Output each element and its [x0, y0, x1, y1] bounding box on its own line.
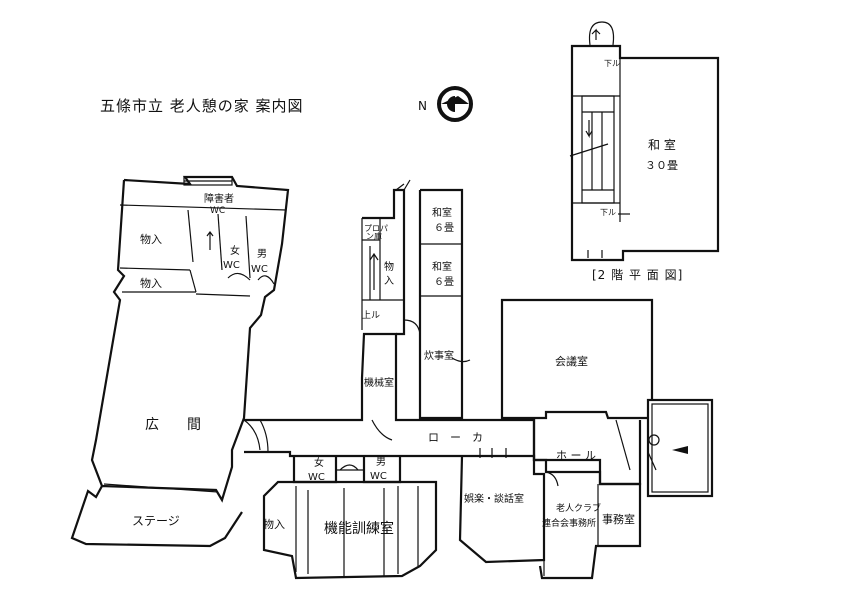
page-title: 五條市立 老人憩の家 案内図 — [100, 97, 304, 115]
room-men-wc-2: 男 — [376, 456, 386, 468]
room-accessible-wc: 障害者 — [204, 192, 234, 205]
room-men-wc-1: 男 — [257, 248, 267, 260]
room-club-office-1: 老人クラブ — [556, 502, 601, 514]
room-men-wc-1-sub: WC — [251, 264, 268, 275]
room-women-wc-2: 女 — [314, 456, 324, 469]
room-club-office-2: 連合会事務所 — [542, 517, 596, 529]
room-storage-1: 物入 — [140, 232, 162, 246]
room-washitsu-a-size: ６畳 — [434, 222, 454, 234]
room-washitsu-b-size: ６畳 — [434, 276, 454, 288]
room-propane-2: ン庫 — [366, 231, 382, 241]
room-kitchen: 炊事室 — [424, 349, 454, 362]
room-corridor: ロ ー カ — [428, 431, 483, 444]
room-storage-2: 物入 — [140, 276, 162, 290]
room-meeting-room: 会議室 — [555, 354, 588, 368]
room-lobby: ホ ー ル — [556, 449, 596, 462]
room-training-room: 機能訓練室 — [324, 520, 394, 537]
room-propane-1: プロパ — [364, 224, 388, 233]
room-stage: ステージ — [132, 514, 180, 528]
room-up-label: 上ル — [362, 310, 380, 321]
room-women-wc-1-sub: WC — [223, 260, 240, 271]
compass-north-label: N — [418, 99, 427, 113]
north-compass-icon: N — [418, 86, 473, 122]
room-men-wc-2-sub: WC — [370, 471, 387, 482]
room-women-wc-1: 女 — [230, 244, 240, 257]
room-storage-3: 物 — [384, 260, 394, 273]
room-machine-room: 機械室 — [364, 376, 394, 389]
second-floor-plan: 下ル 下ル 和 室 ３０畳 [2 階 平 面 図] — [569, 21, 720, 282]
second-floor-down-label-2: 下ル — [600, 208, 616, 217]
room-hall: 広 間 — [145, 417, 201, 433]
room-office: 事務室 — [602, 512, 635, 526]
room-women-wc-2-sub: WC — [308, 472, 325, 483]
second-floor-caption: [2 階 平 面 図] — [592, 267, 683, 282]
room-storage-3b: 入 — [384, 276, 394, 287]
room-washitsu-a: 和室 — [432, 206, 452, 219]
main-floor-plan — [70, 175, 714, 580]
room-washitsu-b: 和室 — [432, 260, 452, 273]
second-floor-room-size: ３０畳 — [645, 159, 678, 172]
second-floor-down-label-1: 下ル — [604, 59, 620, 68]
room-recreation-room: 娯楽・談話室 — [464, 492, 524, 505]
room-accessible-wc-sub: WC — [210, 206, 225, 216]
room-storage-4: 物入 — [263, 517, 285, 531]
room-labels: 障害者 WC 物入 物入 女 WC 男 WC 広 間 ステージ プロパ ン庫 物… — [132, 192, 635, 537]
second-floor-room-name: 和 室 — [648, 137, 676, 152]
